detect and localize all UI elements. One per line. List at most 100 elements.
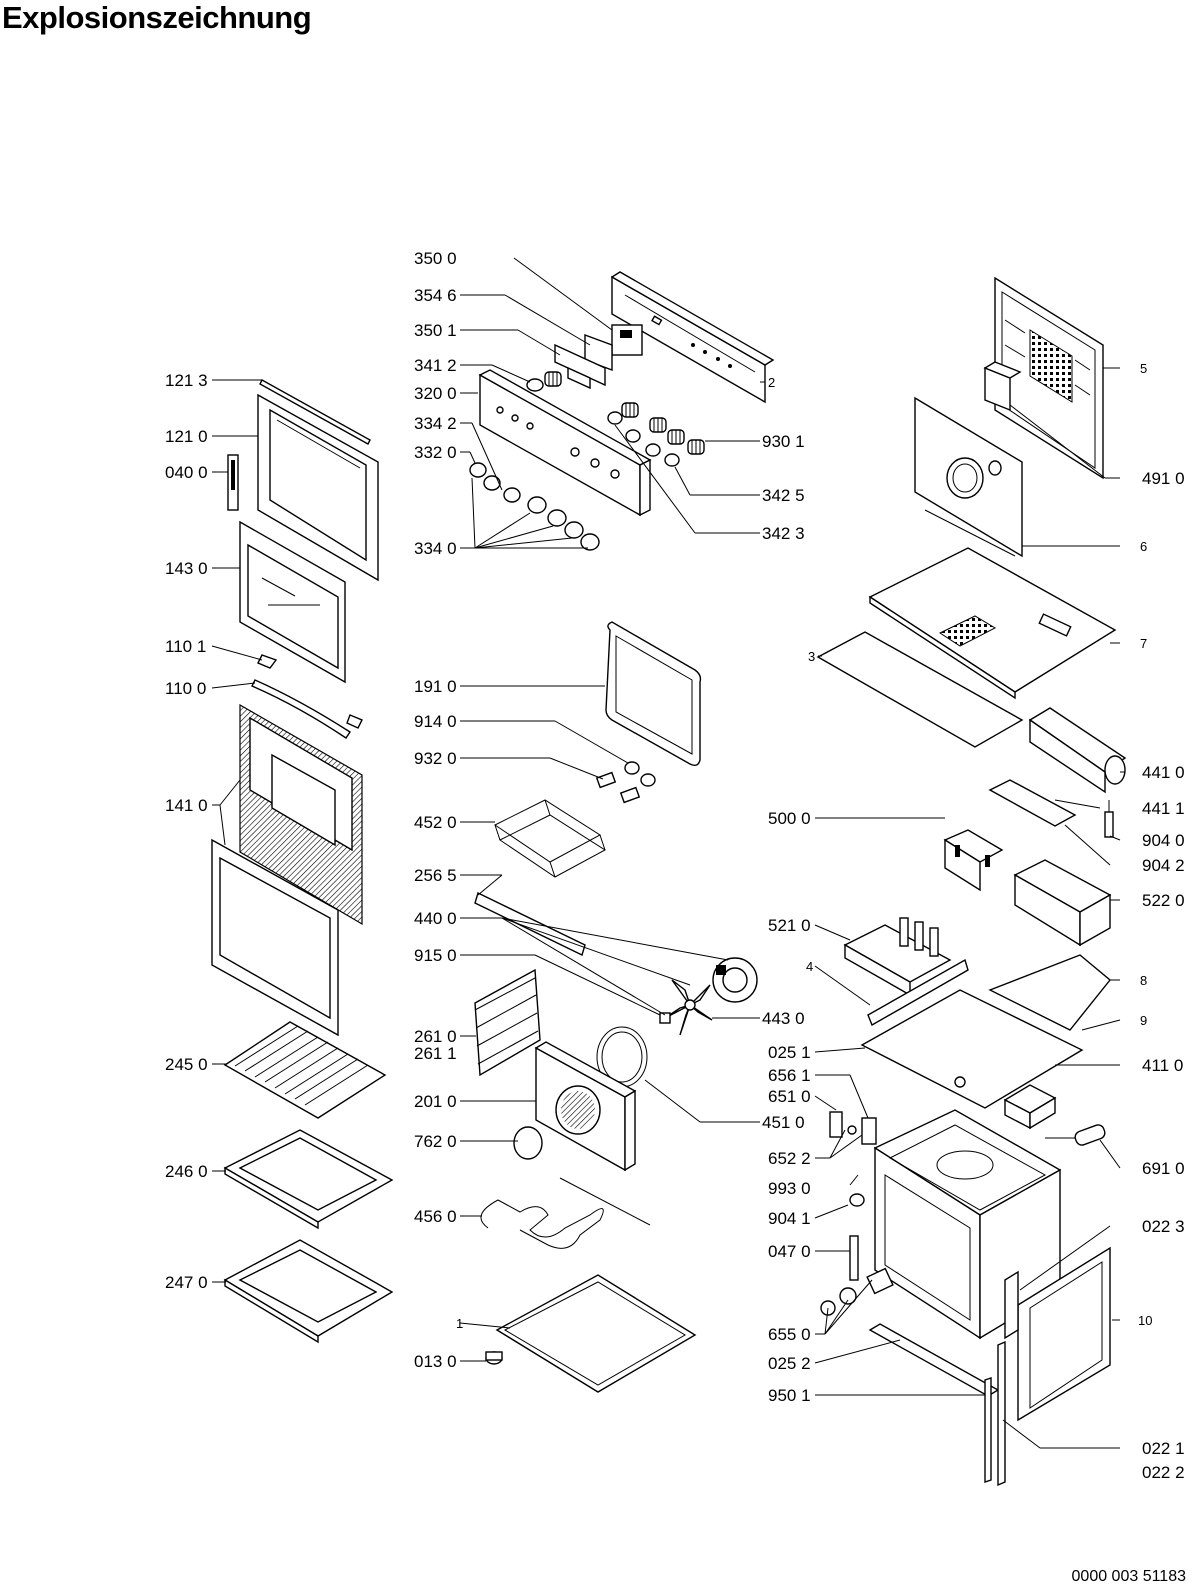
label-332-0: 332 0 <box>414 443 457 462</box>
fan-bolts <box>595 761 656 804</box>
switch-blocks <box>554 324 643 390</box>
label-451-0: 451 0 <box>762 1113 805 1132</box>
control-panel-back <box>610 271 775 404</box>
label-993-0: 993 0 <box>768 1179 811 1198</box>
label-025-2: 025 2 <box>768 1354 811 1373</box>
label-110-0: 110 0 <box>165 679 206 698</box>
leader-lines <box>211 257 1125 1449</box>
label-121-3: 121 3 <box>165 371 208 390</box>
fan-nut <box>659 1012 671 1024</box>
label-201-0: 201 0 <box>414 1092 457 1111</box>
label-1: 1 <box>456 1316 463 1331</box>
tangential-fan <box>1028 707 1127 794</box>
springs-and-washers <box>526 371 705 467</box>
door-glass-outer <box>211 838 339 1037</box>
label-354-6: 354 6 <box>414 286 457 305</box>
door-outer-panel <box>239 703 363 926</box>
part-labels: 350 0 354 6 350 1 341 2 320 0 334 2 332 … <box>165 249 1185 1482</box>
label-047-0: 047 0 <box>768 1242 811 1261</box>
temperature-sensor <box>1104 800 1114 838</box>
label-141-0: 141 0 <box>165 796 208 815</box>
knobs <box>469 462 600 551</box>
label-350-1: 350 1 <box>414 321 457 340</box>
label-932-0: 932 0 <box>414 749 457 768</box>
insulation-plate <box>816 631 1024 748</box>
label-121-0: 121 0 <box>165 427 208 446</box>
label-342-5: 342 5 <box>762 486 805 505</box>
fan-motor <box>712 957 758 1003</box>
top-cover <box>868 547 1117 700</box>
fan-mounting-strip <box>988 779 1077 827</box>
label-022-3: 022 3 <box>1142 1217 1185 1236</box>
label-334-0: 334 0 <box>414 539 457 558</box>
label-022-2: 022 2 <box>1142 1463 1185 1482</box>
lamp-holder <box>1045 1124 1106 1146</box>
label-655-0: 655 0 <box>768 1325 811 1344</box>
grill-strip <box>474 892 586 956</box>
label-3: 3 <box>808 649 815 664</box>
door-gasket <box>605 621 702 767</box>
front-frame <box>1004 1246 1111 1422</box>
label-5: 5 <box>1140 361 1147 376</box>
label-040-0: 040 0 <box>165 463 208 482</box>
label-441-0: 441 0 <box>1142 763 1185 782</box>
label-342-3: 342 3 <box>762 524 805 543</box>
label-110-1: 110 1 <box>165 637 206 656</box>
label-191-0: 191 0 <box>414 677 457 696</box>
label-246-0: 246 0 <box>165 1162 208 1181</box>
fan-cover <box>534 1041 637 1172</box>
label-762-0: 762 0 <box>414 1132 457 1151</box>
thermostat-module <box>1013 859 1112 947</box>
relay-housing <box>1003 1084 1057 1130</box>
door-handle <box>251 654 363 739</box>
label-930-1: 930 1 <box>762 432 805 451</box>
label-9: 9 <box>1140 1013 1147 1028</box>
door-switch-parts <box>829 1111 877 1145</box>
oven-rack <box>223 1021 387 1119</box>
grill-element-rack <box>494 799 606 878</box>
label-691-0: 691 0 <box>1142 1159 1185 1178</box>
label-443-0: 443 0 <box>762 1009 805 1028</box>
label-452-0: 452 0 <box>414 813 457 832</box>
document-id: 0000 003 51183 <box>1071 1568 1186 1585</box>
label-247-0: 247 0 <box>165 1273 208 1292</box>
door-frame-inner <box>257 379 379 582</box>
label-656-1: 656 1 <box>768 1066 811 1085</box>
label-350-0: 350 0 <box>414 249 457 268</box>
control-module <box>843 917 952 997</box>
label-950-1: 950 1 <box>768 1386 811 1405</box>
label-915-0: 915 0 <box>414 946 457 965</box>
door-hinge <box>227 454 239 511</box>
label-500-0: 500 0 <box>768 809 811 828</box>
baking-tray-1 <box>223 1129 394 1230</box>
door-glass-inner <box>239 520 346 684</box>
label-522-0: 522 0 <box>1142 891 1185 910</box>
side-strips <box>984 1340 1006 1487</box>
label-440-0: 440 0 <box>414 909 457 928</box>
label-441-1: 441 1 <box>1142 799 1185 818</box>
label-341-2: 341 2 <box>414 356 457 375</box>
selector-switch <box>943 829 1004 892</box>
label-914-0: 914 0 <box>414 712 457 731</box>
label-456-0: 456 0 <box>414 1207 457 1226</box>
label-904-2: 904 2 <box>1142 856 1185 875</box>
label-904-0: 904 0 <box>1142 831 1185 850</box>
terminal-block <box>983 361 1022 412</box>
front-panel <box>478 369 652 517</box>
label-143-0: 143 0 <box>165 559 208 578</box>
part-drawings <box>211 271 1127 1487</box>
base-plate <box>860 989 1084 1109</box>
label-4: 4 <box>806 959 813 974</box>
fan-blade <box>664 979 713 1036</box>
bottom-plate <box>495 1274 697 1393</box>
label-261-1: 261 1 <box>414 1044 457 1063</box>
label-245-0: 245 0 <box>165 1055 208 1074</box>
baking-tray-2 <box>223 1239 394 1344</box>
label-320-0: 320 0 <box>414 384 457 403</box>
fan-cover-plate <box>513 1126 543 1160</box>
label-022-1: 022 1 <box>1142 1439 1185 1458</box>
label-491-0: 491 0 <box>1142 469 1185 488</box>
label-8: 8 <box>1140 973 1147 988</box>
label-652-2: 652 2 <box>768 1149 811 1168</box>
